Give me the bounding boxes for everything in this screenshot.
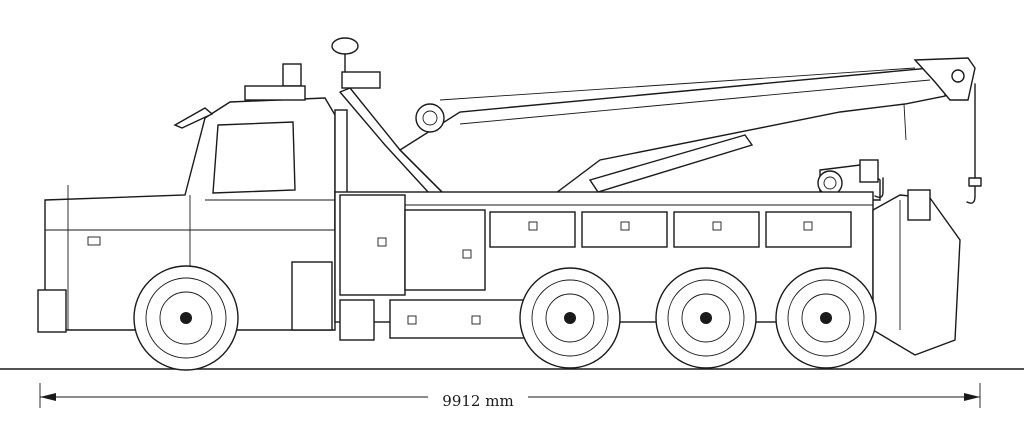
front-wheel bbox=[133, 265, 239, 371]
crane-boom bbox=[331, 37, 982, 206]
cab bbox=[37, 63, 348, 333]
dimension-label: 9912 mm bbox=[428, 392, 528, 410]
rear-wheel-3 bbox=[775, 267, 877, 369]
rear-wheel-2 bbox=[655, 267, 757, 369]
rear-underlift bbox=[872, 189, 961, 356]
rear-wheel-1 bbox=[519, 267, 621, 369]
